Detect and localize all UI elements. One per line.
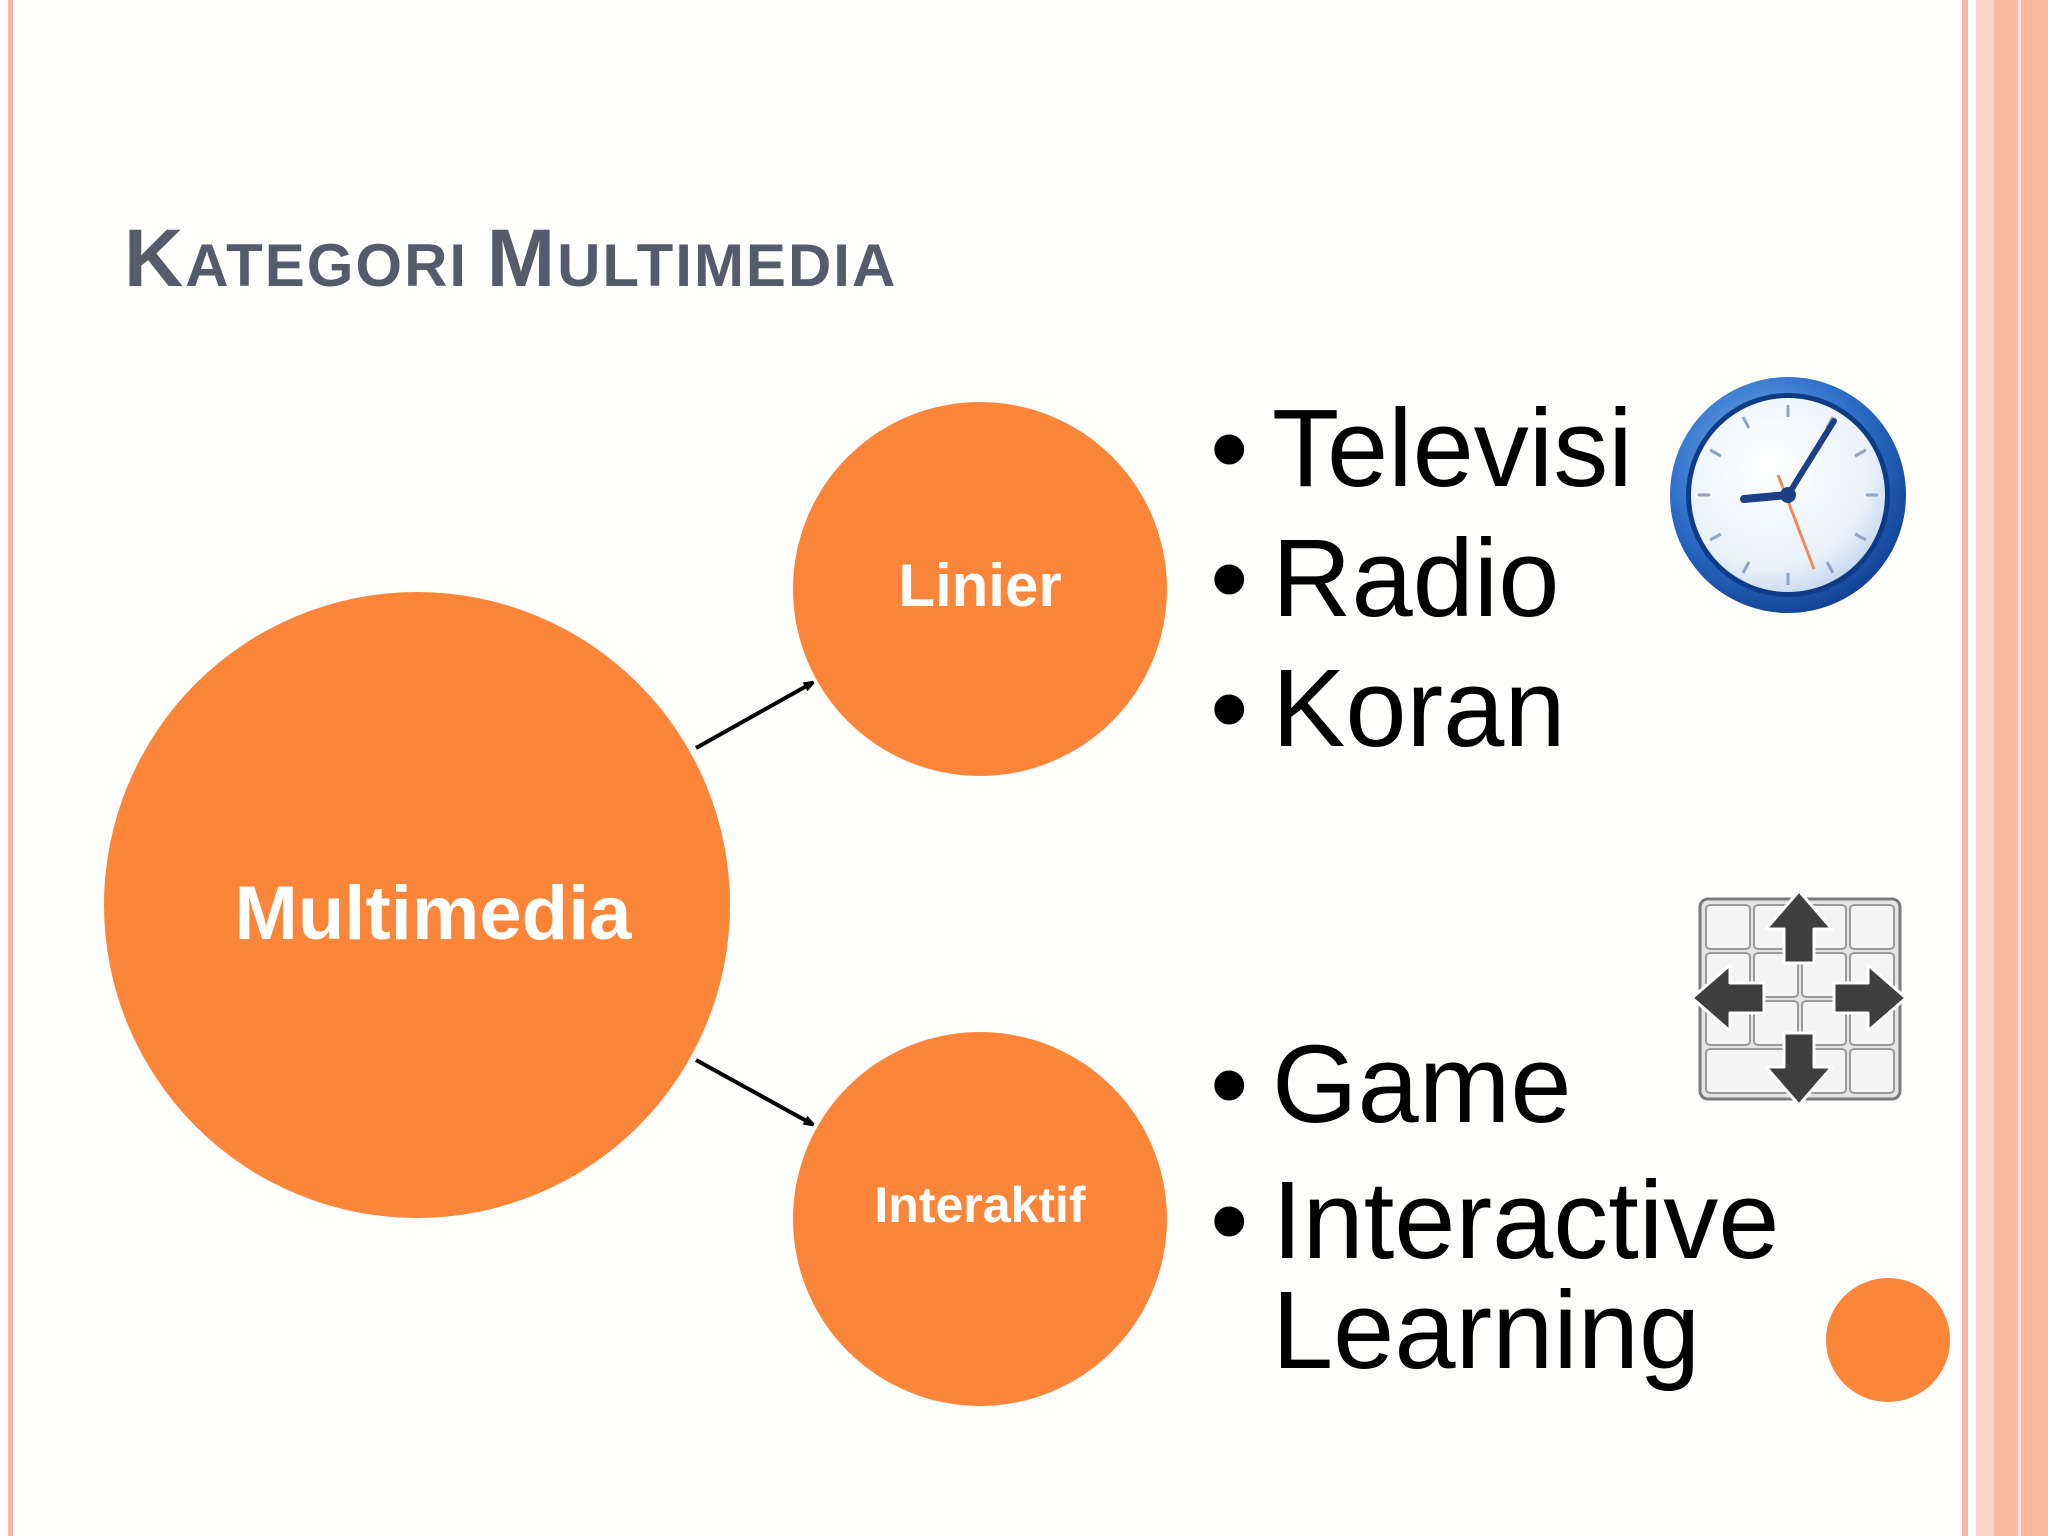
interaktif-list: Game Interactive Learning	[1206, 1030, 1832, 1412]
linier-node: Linier	[793, 402, 1167, 776]
clock-icon	[1670, 377, 1906, 613]
right-border-band	[1976, 0, 1994, 1536]
slide-title: KATEGORI MULTIMEDIA	[124, 212, 897, 306]
multimedia-node: Multimedia	[104, 592, 730, 1218]
linier-label: Linier	[898, 551, 1062, 619]
list-item: Koran	[1206, 648, 1633, 778]
list-item: Interactive Learning	[1206, 1166, 1832, 1386]
title-initial-1: K	[124, 213, 186, 304]
arrow-keypad-icon	[1690, 889, 1908, 1107]
multimedia-label: Multimedia	[234, 870, 632, 956]
interaktif-node: Interaktif	[793, 1032, 1167, 1406]
interaktif-label: Interaktif	[874, 1177, 1086, 1233]
list-item: Game	[1206, 1030, 1832, 1141]
left-border-line	[8, 0, 13, 1536]
decorative-dot	[1826, 1278, 1950, 1402]
arrow-to-linier	[695, 683, 812, 750]
linier-list: Televisi Radio Koran	[1206, 388, 1633, 778]
list-item: Radio	[1206, 518, 1633, 648]
right-border-stripe	[2018, 0, 2021, 1536]
list-item: Televisi	[1206, 388, 1633, 518]
arrow-to-interaktif	[695, 1058, 812, 1124]
title-word-1: ATEGORI	[185, 232, 469, 299]
right-border-line	[1962, 0, 1968, 1536]
title-initial-2: M	[486, 213, 558, 304]
right-border-block	[1994, 0, 2048, 1536]
title-word-2: ULTIMEDIA	[557, 232, 898, 299]
